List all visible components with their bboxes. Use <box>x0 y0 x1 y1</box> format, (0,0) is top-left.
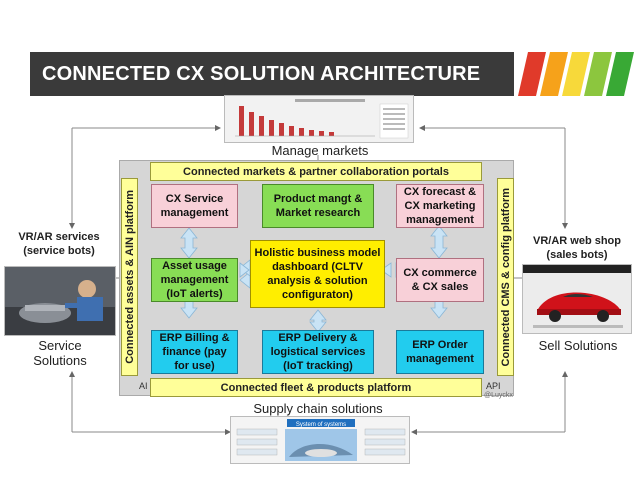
left-band: Connected assets & AIN platform <box>121 178 138 376</box>
cx-service-box: CX Service management <box>151 184 238 228</box>
service-photo <box>4 266 116 336</box>
cx-forecast-box: CX forecast & CX marketing management <box>396 184 484 228</box>
service-solutions-caption: Service Solutions <box>33 338 87 368</box>
credit-label: @Luyckx <box>484 392 513 399</box>
bottom-band: Connected fleet & products platform <box>150 378 482 397</box>
api-right-label: API <box>486 381 501 391</box>
sell-photo <box>522 264 632 334</box>
thumb-title-text: System of systems <box>296 422 346 428</box>
right-heading: VR/AR web shop (sales bots) <box>532 235 621 261</box>
product-mgmt-box: Product mangt & Market research <box>262 184 374 228</box>
erp-billing-box: ERP Billing & finance (pay for use) <box>151 330 238 374</box>
asset-usage-box: Asset usage management (IoT alerts) <box>151 258 238 302</box>
system-of-systems-thumbnail: System of systems <box>230 416 410 464</box>
sell-solutions-caption: Sell Solutions <box>538 338 618 353</box>
holistic-dashboard-box: Holistic business model dashboard (CLTV … <box>250 240 385 308</box>
top-band: Connected markets & partner collaboratio… <box>150 162 482 181</box>
market-chart-thumbnail <box>224 95 414 143</box>
right-band: Connected CMS & config platform <box>497 178 514 376</box>
page-title: CONNECTED CX SOLUTION ARCHITECTURE <box>30 52 514 96</box>
cx-commerce-box: CX commerce & CX sales <box>396 258 484 302</box>
manage-markets-label: Manage markets <box>271 143 369 158</box>
supply-chain-label: Supply chain solutions <box>253 401 383 416</box>
left-heading: VR/AR services (service bots) <box>18 231 100 257</box>
api-left-label: AI <box>139 381 148 391</box>
erp-order-box: ERP Order management <box>396 330 484 374</box>
erp-delivery-box: ERP Delivery & logistical services (IoT … <box>262 330 374 374</box>
decorative-stripes <box>518 52 638 96</box>
